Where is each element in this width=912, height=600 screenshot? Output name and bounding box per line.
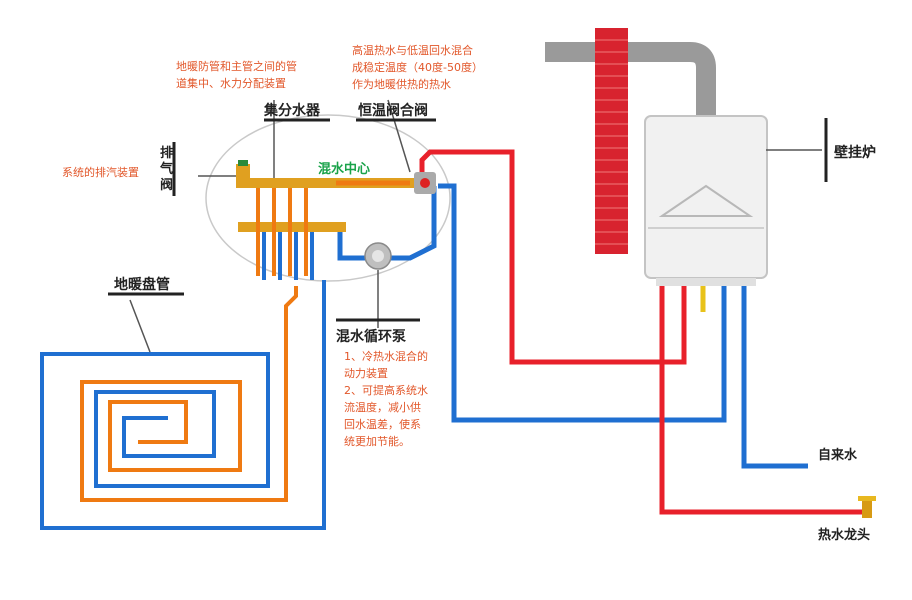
mixing-center-label: 混水中心 bbox=[318, 162, 371, 177]
pump-note-line: 流温度，减小供 bbox=[344, 401, 421, 414]
pump-note-line: 动力装置 bbox=[344, 367, 388, 380]
valve-note-line: 高温热水与低温回水混合 bbox=[352, 44, 473, 57]
thermostatic-valve-label: 恒温阀合阀 bbox=[358, 103, 428, 119]
air-vent-note: 系统的排汽装置 bbox=[62, 166, 139, 179]
thermostatic-valve bbox=[414, 172, 436, 194]
valve-note-line: 成稳定温度（40度-50度） bbox=[352, 61, 483, 74]
pump-note: 1、冷热水混合的 动力装置 2、可提高系统水 流温度，减小供 回水温差，使系 统… bbox=[344, 348, 428, 450]
pump-note-line: 1、冷热水混合的 bbox=[344, 350, 428, 363]
pump-note-line: 统更加节能。 bbox=[344, 435, 410, 448]
valve-note-line: 作为地暖供热的热水 bbox=[352, 78, 451, 91]
manifold-note-line: 道集中、水力分配装置 bbox=[176, 77, 286, 90]
floor-heating-coil bbox=[40, 280, 326, 530]
hot-supply-pipe bbox=[419, 149, 687, 365]
label-bars bbox=[108, 118, 828, 322]
return-pipe bbox=[438, 183, 727, 423]
tap-water-pipe bbox=[741, 320, 808, 469]
air-vent-label: 排气阀 bbox=[160, 146, 174, 193]
boiler-connectors bbox=[659, 286, 747, 320]
flue-pipe bbox=[545, 42, 716, 118]
manifold-note-line: 地暖防管和主管之间的管 bbox=[176, 60, 297, 73]
pump-note-line: 2、可提高系统水 bbox=[344, 384, 428, 397]
mixing-pump bbox=[364, 242, 392, 270]
floor-coil-label: 地暖盘管 bbox=[114, 277, 170, 293]
pump-note-line: 回水温差，使系 bbox=[344, 418, 421, 431]
leader-lines bbox=[129, 99, 822, 353]
tap-water-label: 自来水 bbox=[818, 448, 858, 463]
manifold-label: 集分水器 bbox=[264, 103, 320, 119]
hot-tap-label: 热水龙头 bbox=[818, 528, 871, 543]
mixing-center-outline bbox=[205, 114, 451, 282]
wall-boiler bbox=[644, 115, 768, 286]
hot-tap-pipe bbox=[659, 320, 866, 515]
hot-tap-faucet bbox=[858, 496, 876, 518]
mixing-pump-label: 混水循环泵 bbox=[336, 329, 406, 345]
wall-boiler-label: 壁挂炉 bbox=[834, 145, 876, 161]
pump-loop-pipe bbox=[337, 186, 437, 261]
valve-note: 高温热水与低温回水混合 成稳定温度（40度-50度） 作为地暖供热的热水 bbox=[352, 42, 483, 93]
manifold bbox=[236, 160, 422, 280]
brick-chimney bbox=[595, 28, 628, 254]
manifold-note: 地暖防管和主管之间的管 道集中、水力分配装置 bbox=[176, 58, 297, 92]
